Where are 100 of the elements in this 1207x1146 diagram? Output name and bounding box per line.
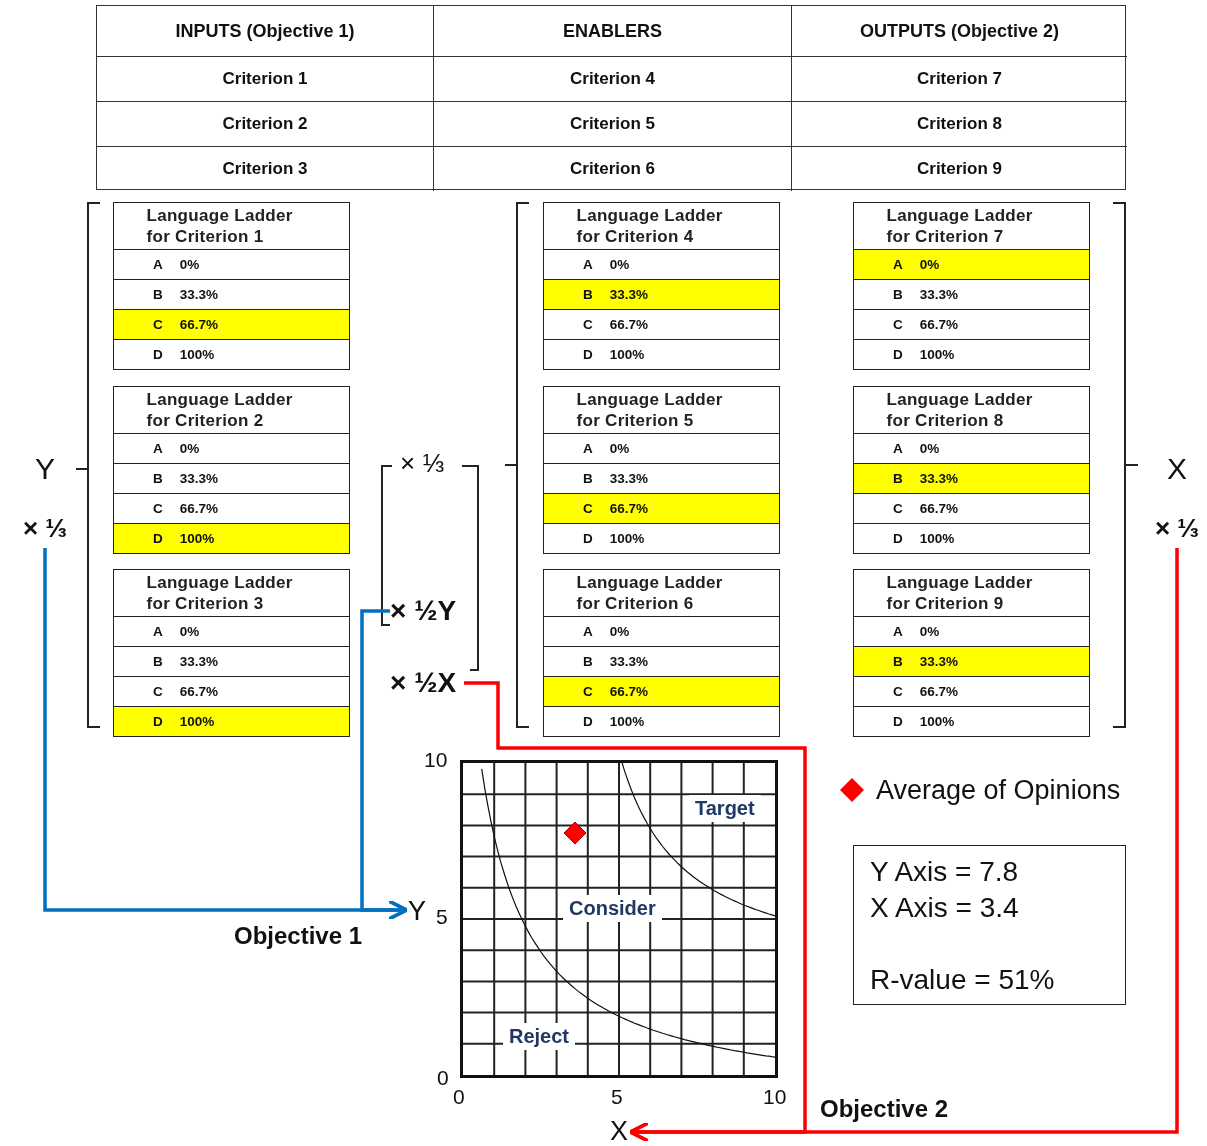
level-letter: B (153, 471, 163, 486)
axis-tick-label: 10 (763, 1085, 787, 1109)
ladder-heading: Language Ladder for Criterion 9 (886, 572, 1034, 614)
axis-title: Y (407, 896, 427, 926)
level-percent: 100% (919, 531, 955, 546)
axis-tick-label: 0 (453, 1085, 465, 1109)
legend-label: Average of Opinions (876, 775, 1121, 806)
multiplier-label: × ½X (390, 666, 458, 700)
level-letter: A (893, 441, 903, 456)
level-percent: 66.7% (609, 317, 649, 332)
level-percent: 66.7% (919, 317, 959, 332)
level-percent: 100% (919, 347, 955, 362)
level-letter: C (153, 684, 163, 699)
level-letter: D (583, 531, 593, 546)
level-letter: C (583, 684, 593, 699)
ladder-heading: Language Ladder for Criterion 7 (886, 205, 1034, 247)
level-letter: C (893, 317, 903, 332)
level-percent: 33.3% (919, 287, 959, 302)
multiplier-label: × ⅓ (400, 448, 445, 479)
level-percent: 0% (919, 441, 940, 456)
ladder-heading: Language Ladder for Criterion 5 (576, 389, 724, 431)
level-percent: 100% (609, 347, 645, 362)
ladder-heading: Language Ladder for Criterion 2 (146, 389, 294, 431)
level-percent: 100% (179, 714, 215, 729)
level-percent: 0% (609, 441, 630, 456)
axis-tick-label: 10 (424, 748, 448, 772)
level-letter: A (153, 257, 163, 272)
level-percent: 33.3% (919, 654, 959, 669)
level-letter: D (893, 531, 903, 546)
axis-tick-label: 5 (611, 1085, 623, 1109)
ladder-heading: Language Ladder for Criterion 3 (146, 572, 294, 614)
level-percent: 66.7% (179, 501, 219, 516)
level-letter: D (893, 347, 903, 362)
multiplier-label: × ½Y (390, 594, 458, 628)
table-cell: Criterion 5 (433, 101, 791, 146)
level-percent: 100% (609, 714, 645, 729)
level-letter: C (153, 317, 163, 332)
zone-label: Consider (563, 895, 662, 922)
level-percent: 33.3% (609, 287, 649, 302)
axis-title: X (609, 1116, 629, 1146)
column-header: INPUTS (Objective 1) (174, 19, 356, 43)
axis-letter: Y (35, 452, 55, 486)
connector-arrow (360, 609, 409, 921)
level-letter: A (583, 257, 593, 272)
level-percent: 0% (179, 257, 200, 272)
multiplier-label: × ⅓ (22, 513, 68, 544)
zone-label: Target (689, 795, 761, 822)
level-percent: 0% (179, 441, 200, 456)
level-letter: C (153, 501, 163, 516)
ladder-heading: Language Ladder for Criterion 4 (576, 205, 724, 247)
level-percent: 33.3% (919, 471, 959, 486)
level-percent: 100% (179, 347, 215, 362)
level-percent: 100% (179, 531, 215, 546)
axis-tick-label: 0 (437, 1066, 449, 1090)
level-letter: D (153, 531, 163, 546)
table-cell: Criterion 4 (433, 56, 791, 101)
axis-letter: X (1167, 452, 1187, 486)
level-letter: A (153, 624, 163, 639)
table-cell: Criterion 6 (433, 146, 791, 191)
level-letter: D (153, 714, 163, 729)
level-percent: 0% (179, 624, 200, 639)
result-text: X Axis = 3.4 (870, 891, 1020, 925)
table-cell: Criterion 7 (791, 56, 1127, 101)
level-percent: 66.7% (179, 684, 219, 699)
level-letter: A (583, 441, 593, 456)
level-percent: 0% (609, 257, 630, 272)
level-percent: 0% (609, 624, 630, 639)
level-letter: C (893, 501, 903, 516)
level-letter: D (583, 714, 593, 729)
axis-tick-label: 5 (436, 905, 448, 929)
level-percent: 33.3% (609, 471, 649, 486)
connector-arrow (628, 548, 1179, 1143)
level-percent: 66.7% (179, 317, 219, 332)
level-letter: B (583, 654, 593, 669)
level-letter: B (893, 471, 903, 486)
table-cell: Criterion 8 (791, 101, 1127, 146)
level-percent: 100% (609, 531, 645, 546)
level-letter: B (153, 287, 163, 302)
column-header: ENABLERS (433, 6, 791, 56)
level-percent: 33.3% (179, 287, 219, 302)
result-text: R-value = 51% (870, 963, 1056, 997)
level-letter: C (583, 501, 593, 516)
level-letter: D (893, 714, 903, 729)
level-letter: C (583, 317, 593, 332)
level-letter: B (583, 471, 593, 486)
ladder-heading: Language Ladder for Criterion 1 (146, 205, 294, 247)
level-percent: 33.3% (609, 654, 649, 669)
level-letter: A (583, 624, 593, 639)
level-letter: A (893, 624, 903, 639)
level-letter: B (583, 287, 593, 302)
zone-label: Reject (503, 1023, 576, 1050)
level-percent: 0% (919, 624, 940, 639)
level-percent: 33.3% (179, 654, 219, 669)
level-percent: 66.7% (609, 684, 649, 699)
level-percent: 66.7% (919, 501, 959, 516)
level-letter: A (153, 441, 163, 456)
level-percent: 33.3% (179, 471, 219, 486)
level-letter: B (153, 654, 163, 669)
multiplier-label: × ⅓ (1154, 513, 1200, 544)
level-percent: 100% (919, 714, 955, 729)
